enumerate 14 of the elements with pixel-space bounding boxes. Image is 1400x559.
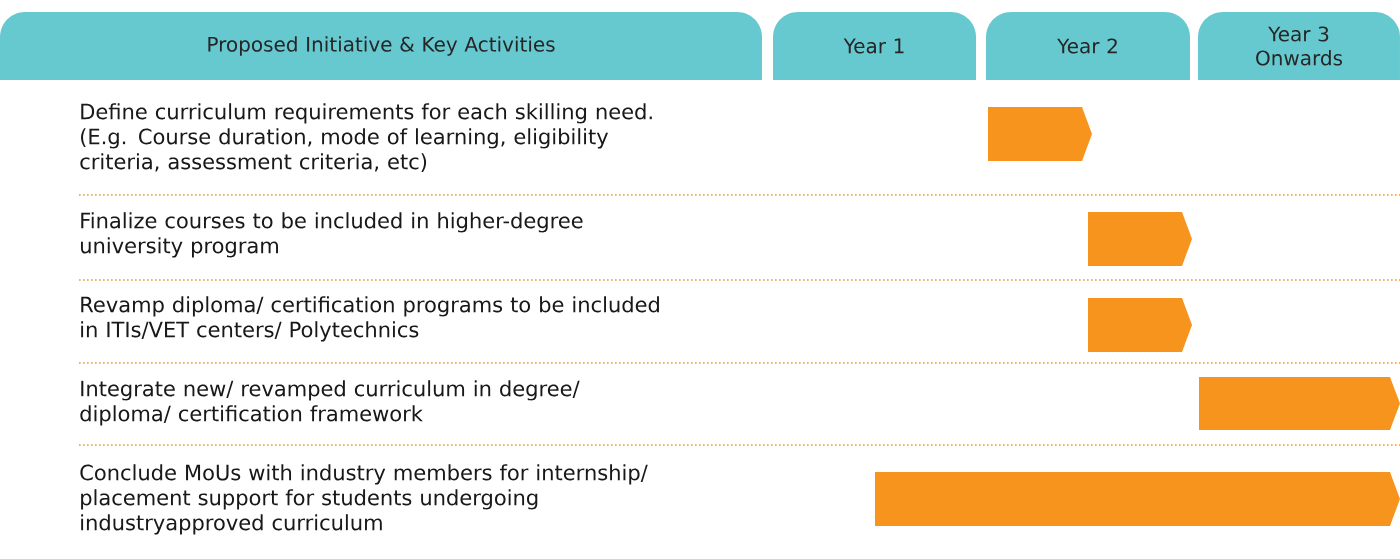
activity-text: Integrate new/ revamped curriculum in degree/ diploma/ certification framework	[80, 380, 580, 426]
timeline-bar	[1088, 298, 1192, 352]
activity-text: Define curriculum requirements for each skilling need. (E.g. Course duration, mode of learning, eligibility criteria, assessment criteria, etc)	[80, 103, 652, 172]
activity-text: Revamp diploma/ certification programs to be included in ITIs/VET centers/ Polytechnics	[81, 296, 659, 342]
header-tab: Year 1	[773, 12, 976, 80]
timeline-bar	[1088, 212, 1192, 266]
timeline-bar	[875, 472, 1400, 526]
timeline-bar	[1199, 377, 1400, 430]
activity-text: Conclude MoUs with industry members for internship/ placement support for students undergoing industryapproved curriculum	[80, 464, 648, 535]
header-tab: Year 3 Onwards	[1198, 12, 1400, 80]
activity-text: Finalize courses to be included in higher-degree university program	[81, 212, 583, 258]
header-tab: Proposed Initiative & Key Activities	[0, 12, 762, 80]
header-tab: Year 2	[986, 12, 1190, 80]
timeline-bar	[988, 107, 1092, 161]
